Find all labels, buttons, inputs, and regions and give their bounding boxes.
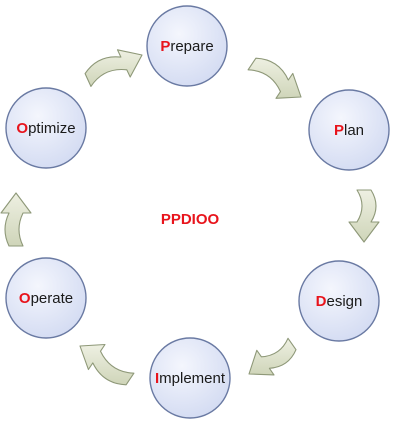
phase-rest: lan bbox=[344, 122, 364, 139]
cycle-arrows bbox=[0, 49, 380, 386]
phase-node-optimize: Optimize bbox=[5, 87, 87, 169]
phase-circle bbox=[308, 89, 390, 171]
phase-rest: mplement bbox=[159, 370, 226, 387]
arrow-design-to-implement bbox=[248, 337, 297, 376]
phase-initial: D bbox=[316, 293, 327, 310]
phase-node-design: Design bbox=[298, 260, 380, 342]
phase-node-operate: Operate bbox=[5, 257, 87, 339]
arrow-operate-to-optimize bbox=[0, 192, 32, 247]
phase-circle bbox=[5, 257, 87, 339]
phase-rest: repare bbox=[170, 38, 213, 55]
phase-circle bbox=[149, 337, 231, 419]
phase-rest: ptimize bbox=[28, 120, 76, 137]
arrow-prepare-to-plan bbox=[247, 57, 302, 99]
phase-rest: esign bbox=[326, 293, 362, 310]
phase-label: Operate bbox=[19, 290, 73, 307]
phase-label: Prepare bbox=[160, 38, 213, 55]
arrow-optimize-to-prepare bbox=[84, 49, 143, 87]
phase-label: Implement bbox=[155, 370, 226, 387]
phase-initial: P bbox=[160, 38, 170, 55]
arrow-plan-to-design bbox=[348, 189, 380, 243]
phase-node-plan: Plan bbox=[308, 89, 390, 171]
phase-node-prepare: Prepare bbox=[146, 5, 228, 87]
phase-label: Plan bbox=[334, 122, 364, 139]
phase-circle bbox=[5, 87, 87, 169]
phase-circle bbox=[298, 260, 380, 342]
phase-circle bbox=[146, 5, 228, 87]
diagram-title: PPDIOO bbox=[161, 211, 220, 228]
phase-initial: P bbox=[334, 122, 344, 139]
phase-node-implement: Implement bbox=[149, 337, 231, 419]
phase-rest: perate bbox=[31, 290, 74, 307]
phase-initial: I bbox=[155, 370, 159, 387]
phase-initial: O bbox=[19, 290, 31, 307]
phase-label: Design bbox=[316, 293, 363, 310]
phase-initial: O bbox=[16, 120, 28, 137]
phase-label: Optimize bbox=[16, 120, 75, 137]
arrow-implement-to-operate bbox=[79, 343, 135, 386]
